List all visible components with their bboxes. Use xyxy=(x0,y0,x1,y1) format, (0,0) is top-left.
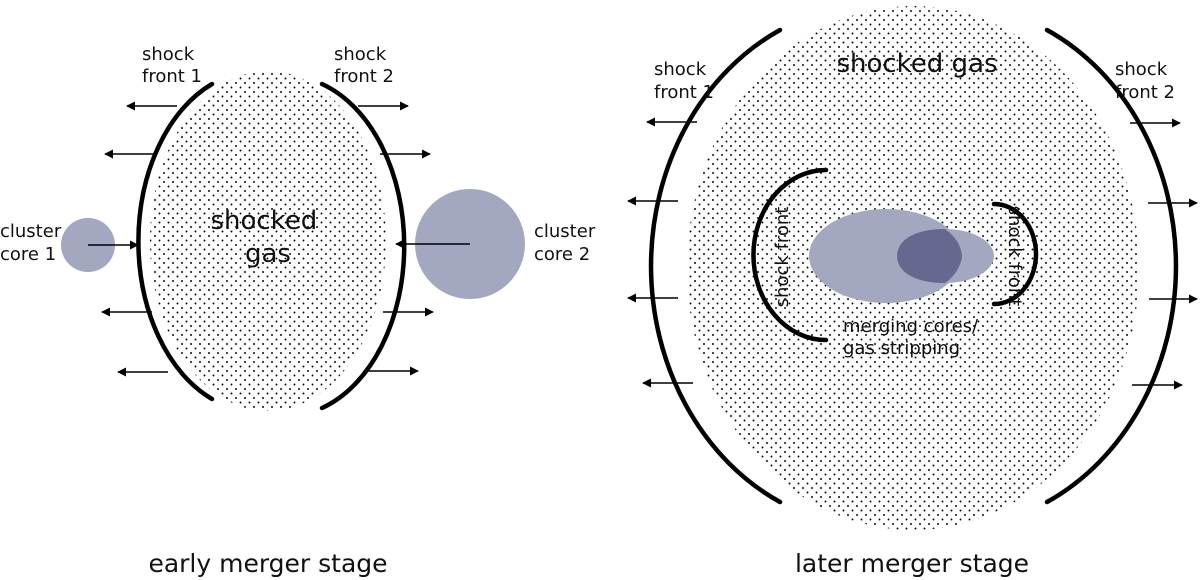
early-shocked-gas-label: shocked gas xyxy=(210,206,325,269)
inner-shock-front-right-label: shock front xyxy=(1004,206,1025,307)
cluster-core-2-label: cluster core 2 xyxy=(534,221,601,265)
merging-core-overlap xyxy=(897,229,962,283)
merging-cores-label: merging cores/ gas stripping xyxy=(843,316,984,359)
later-left-arrows xyxy=(627,117,697,388)
inner-shock-front-left-label: shock front xyxy=(772,207,793,308)
later-shock-front-2-arc xyxy=(1044,27,1179,505)
later-right-arrows xyxy=(1130,118,1198,390)
early-shock-front-2-arc xyxy=(319,81,407,411)
later-shock-front-1-label: shock front 1 xyxy=(654,59,714,103)
later-shock-front-2-label: shock front 2 xyxy=(1115,59,1175,103)
early-left-arrows xyxy=(101,101,177,377)
early-right-arrows xyxy=(358,101,434,376)
early-caption: early merger stage xyxy=(148,549,387,578)
later-shocked-gas-label: shocked gas xyxy=(836,49,997,79)
later-shock-front-1-arc xyxy=(648,27,783,505)
inner-shock-front-left-arc xyxy=(751,167,829,343)
cluster-core-1-label: cluster core 1 xyxy=(0,221,67,265)
early-shocked-gas-region xyxy=(150,71,386,411)
early-shock-front-2-label: shock front 2 xyxy=(334,44,394,87)
early-shock-front-1-label: shock front 1 xyxy=(142,44,202,87)
later-caption: later merger stage xyxy=(795,549,1029,578)
later-stage-panel: shock front 1 shock front 2 shocked gas … xyxy=(627,6,1198,578)
inner-shock-front-right-arc xyxy=(991,201,1039,307)
early-stage-panel: shock front 1 shock front 2 shocked gas … xyxy=(0,44,601,578)
